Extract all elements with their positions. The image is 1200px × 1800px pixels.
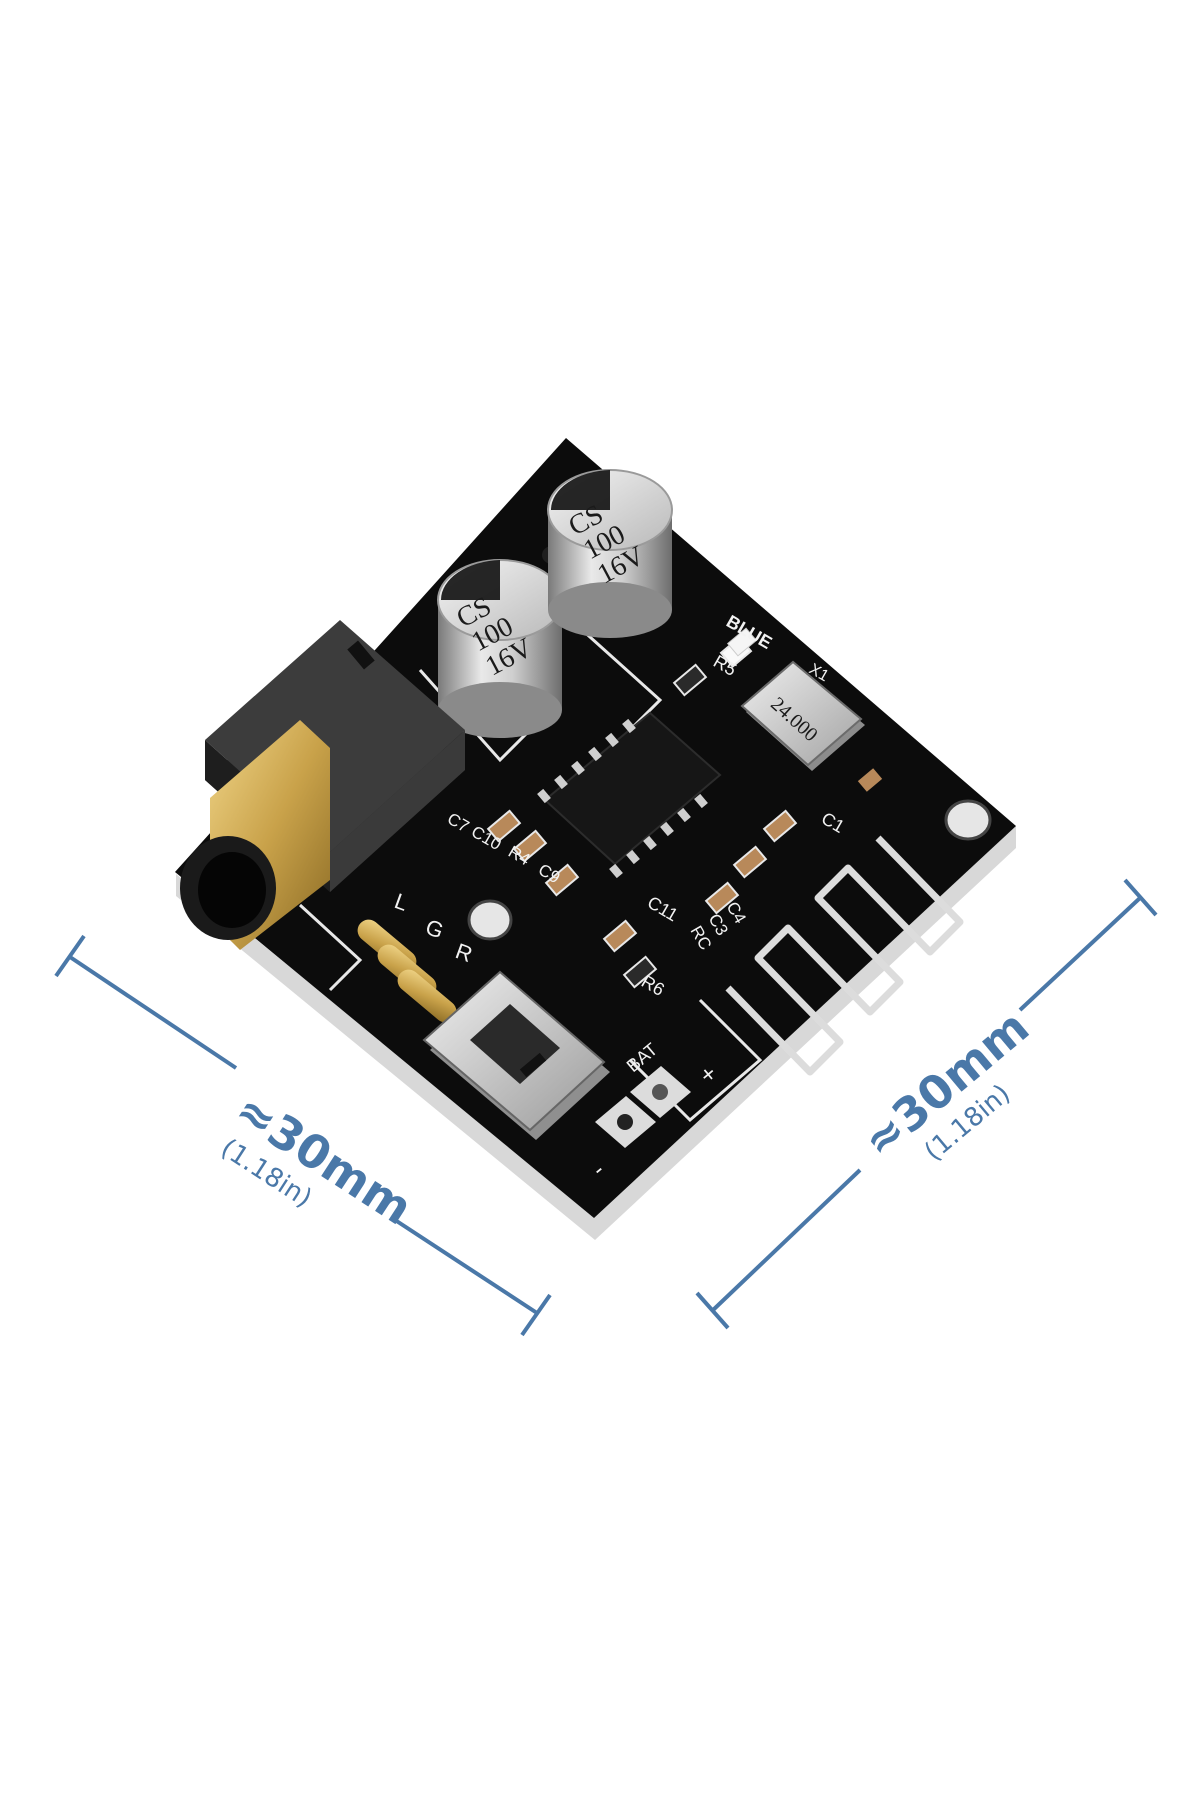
electrolytic-capacitor: CS 100 16V bbox=[437, 559, 563, 738]
mounting-hole bbox=[944, 799, 992, 841]
mounting-hole bbox=[467, 899, 513, 941]
dimension-line-right-b bbox=[710, 1168, 862, 1313]
electrolytic-capacitor: CS 100 16V bbox=[547, 469, 673, 638]
dimension-tick-left bbox=[54, 934, 86, 978]
dimension-tick-bottom bbox=[695, 1291, 730, 1330]
audio-jack bbox=[180, 620, 465, 950]
pcb-edge bbox=[176, 826, 1016, 1240]
silk-outline bbox=[298, 903, 363, 992]
battery-pads bbox=[595, 1066, 691, 1148]
dimension-line-left-a bbox=[68, 955, 238, 1070]
audio-output-pads bbox=[357, 919, 457, 1023]
pcb-board: 24.000 CS 100 16V bbox=[175, 438, 1016, 1240]
dimension-tick-top bbox=[1123, 878, 1158, 917]
led bbox=[726, 627, 758, 657]
smd-components bbox=[486, 635, 883, 989]
dimension-tick-right bbox=[520, 1293, 552, 1337]
micro-usb-port bbox=[422, 970, 610, 1140]
bluetooth-ic bbox=[537, 711, 722, 879]
pcb-antenna bbox=[725, 835, 964, 1076]
dimension-line-right-a bbox=[1018, 896, 1142, 1012]
crystal-oscillator: 24.000 bbox=[740, 660, 865, 771]
dimension-line-left-b bbox=[390, 1216, 539, 1315]
